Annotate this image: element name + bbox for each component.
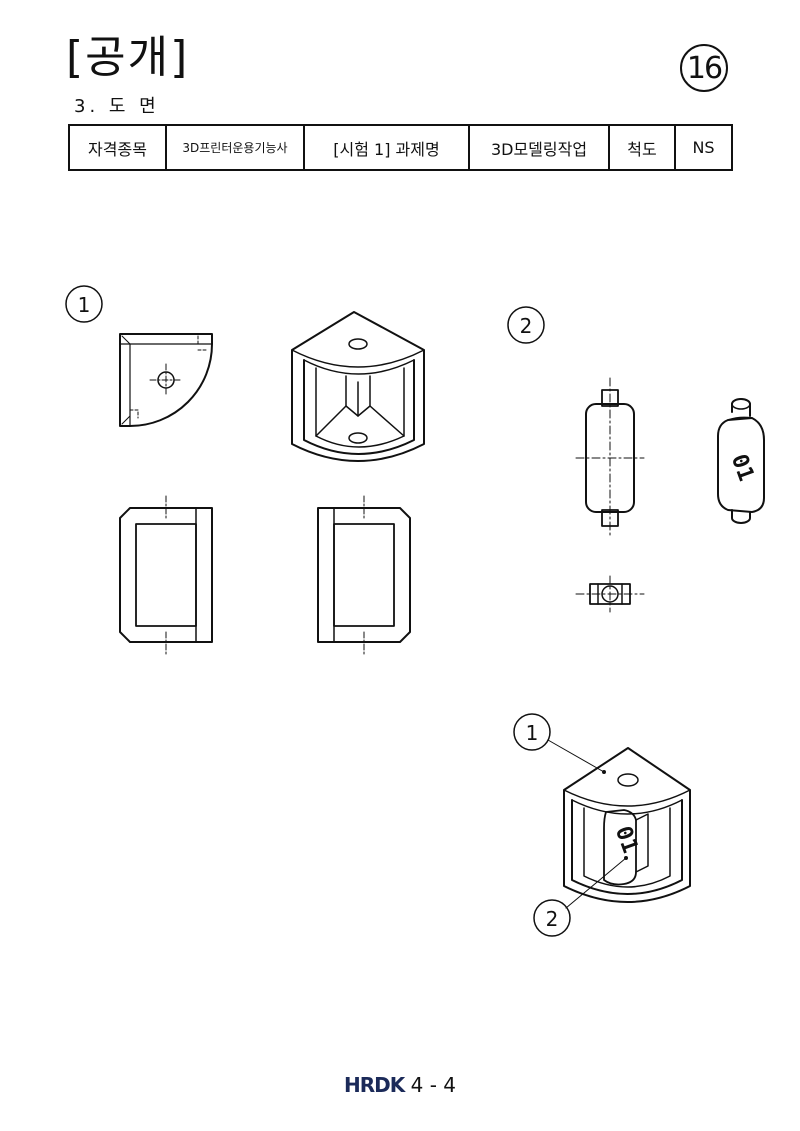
- part1-isometric-view: [291, 311, 425, 462]
- page-title: [공개]: [66, 32, 190, 83]
- cell-task-value: 3D모델링작업: [468, 124, 610, 171]
- title-block-table: 자격종목 3D프린터운용기능사 [시험 1] 과제명 3D모델링작업 척도 NS: [68, 124, 733, 171]
- cell-task-label: [시험 1] 과제명: [303, 124, 470, 171]
- hrdk-logo: HRDK: [344, 1073, 405, 1097]
- cell-qualification-value: 3D프린터운용기능사: [165, 124, 305, 171]
- assembly-engraving-text: 01: [610, 823, 643, 856]
- part2-engraving-text: 01: [726, 451, 759, 484]
- part1-callout-label: 1: [78, 293, 91, 317]
- cell-scale-label: 척도: [608, 124, 676, 171]
- part2-front-view: [575, 377, 645, 539]
- part2-callout-label: 2: [520, 314, 533, 338]
- part1-callout: 1: [65, 285, 103, 323]
- part1-side-view: [317, 495, 411, 655]
- part2-callout: 2: [507, 306, 545, 344]
- page-number-badge: 16: [680, 44, 728, 92]
- assembly-part2-callout-label: 2: [546, 907, 559, 931]
- title-block-row: 자격종목 3D프린터운용기능사 [시험 1] 과제명 3D모델링작업 척도 NS: [68, 124, 733, 171]
- assembly-part2-callout: 2: [533, 899, 571, 937]
- part1-front-view: [119, 495, 213, 655]
- part2-isometric-view: 01: [717, 398, 765, 524]
- assembly-part1-callout: 1: [513, 713, 551, 751]
- part1-top-view: [119, 333, 213, 427]
- cell-scale-value: NS: [674, 124, 733, 171]
- section-heading: 3. 도 면: [74, 96, 160, 117]
- cell-qualification-label: 자격종목: [68, 124, 167, 171]
- assembly-part1-callout-label: 1: [526, 721, 539, 745]
- assembly-isometric-view: 01: [547, 739, 691, 909]
- footer-page-number: 4 - 4: [410, 1073, 456, 1097]
- page-footer: HRDK 4 - 4: [0, 1073, 800, 1097]
- part2-top-view: [575, 575, 645, 613]
